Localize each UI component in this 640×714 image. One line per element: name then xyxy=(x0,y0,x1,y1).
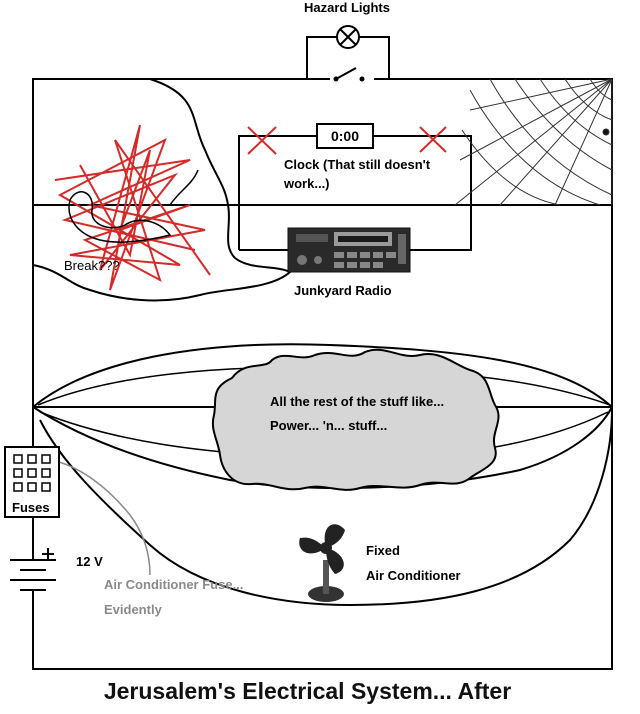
clock-display: 0:00 xyxy=(316,123,374,149)
cloud-label-line1: All the rest of the stuff like... xyxy=(270,394,445,409)
break-label: Break??? xyxy=(64,258,120,273)
ac-fuse-label-line1: Air Conditioner Fuse... xyxy=(104,577,244,592)
radio-icon xyxy=(287,227,411,273)
fan-icon xyxy=(299,524,345,602)
hazard-label: Hazard Lights xyxy=(304,0,390,15)
ac-fuse-label-line2: Evidently xyxy=(104,602,162,617)
main-circuit-wire xyxy=(32,78,613,670)
cloud-label-line2: Power... 'n... stuff... xyxy=(270,418,388,433)
break-outline xyxy=(68,191,172,243)
ac-fuse-pointer xyxy=(49,459,151,576)
fuse-grid xyxy=(13,454,51,492)
top-left-blob xyxy=(32,78,292,302)
lamp-icon xyxy=(336,25,360,49)
upper-lens xyxy=(32,343,613,408)
battery-icon xyxy=(10,548,56,602)
bottom-pouch xyxy=(39,409,613,607)
fuses-label: Fuses xyxy=(12,500,50,515)
clock-label-line2: work...) xyxy=(284,176,330,191)
clock-label-line1: Clock (That still doesn't xyxy=(284,157,431,172)
spiderweb-icon xyxy=(454,78,613,206)
fixed-label-line1: Fixed xyxy=(366,543,400,558)
cloud-shape xyxy=(211,348,500,491)
clock-x-left xyxy=(247,126,277,155)
switch-icon xyxy=(330,67,374,84)
fixed-label-line2: Air Conditioner xyxy=(366,568,461,583)
diagram-caption: Jerusalem's Electrical System... After xyxy=(103,678,512,704)
clock-x-right xyxy=(419,126,447,153)
radio-label: Junkyard Radio xyxy=(294,283,392,298)
fuse-box-icon: Fuses xyxy=(4,446,60,518)
battery-label: 12 V xyxy=(76,554,103,569)
